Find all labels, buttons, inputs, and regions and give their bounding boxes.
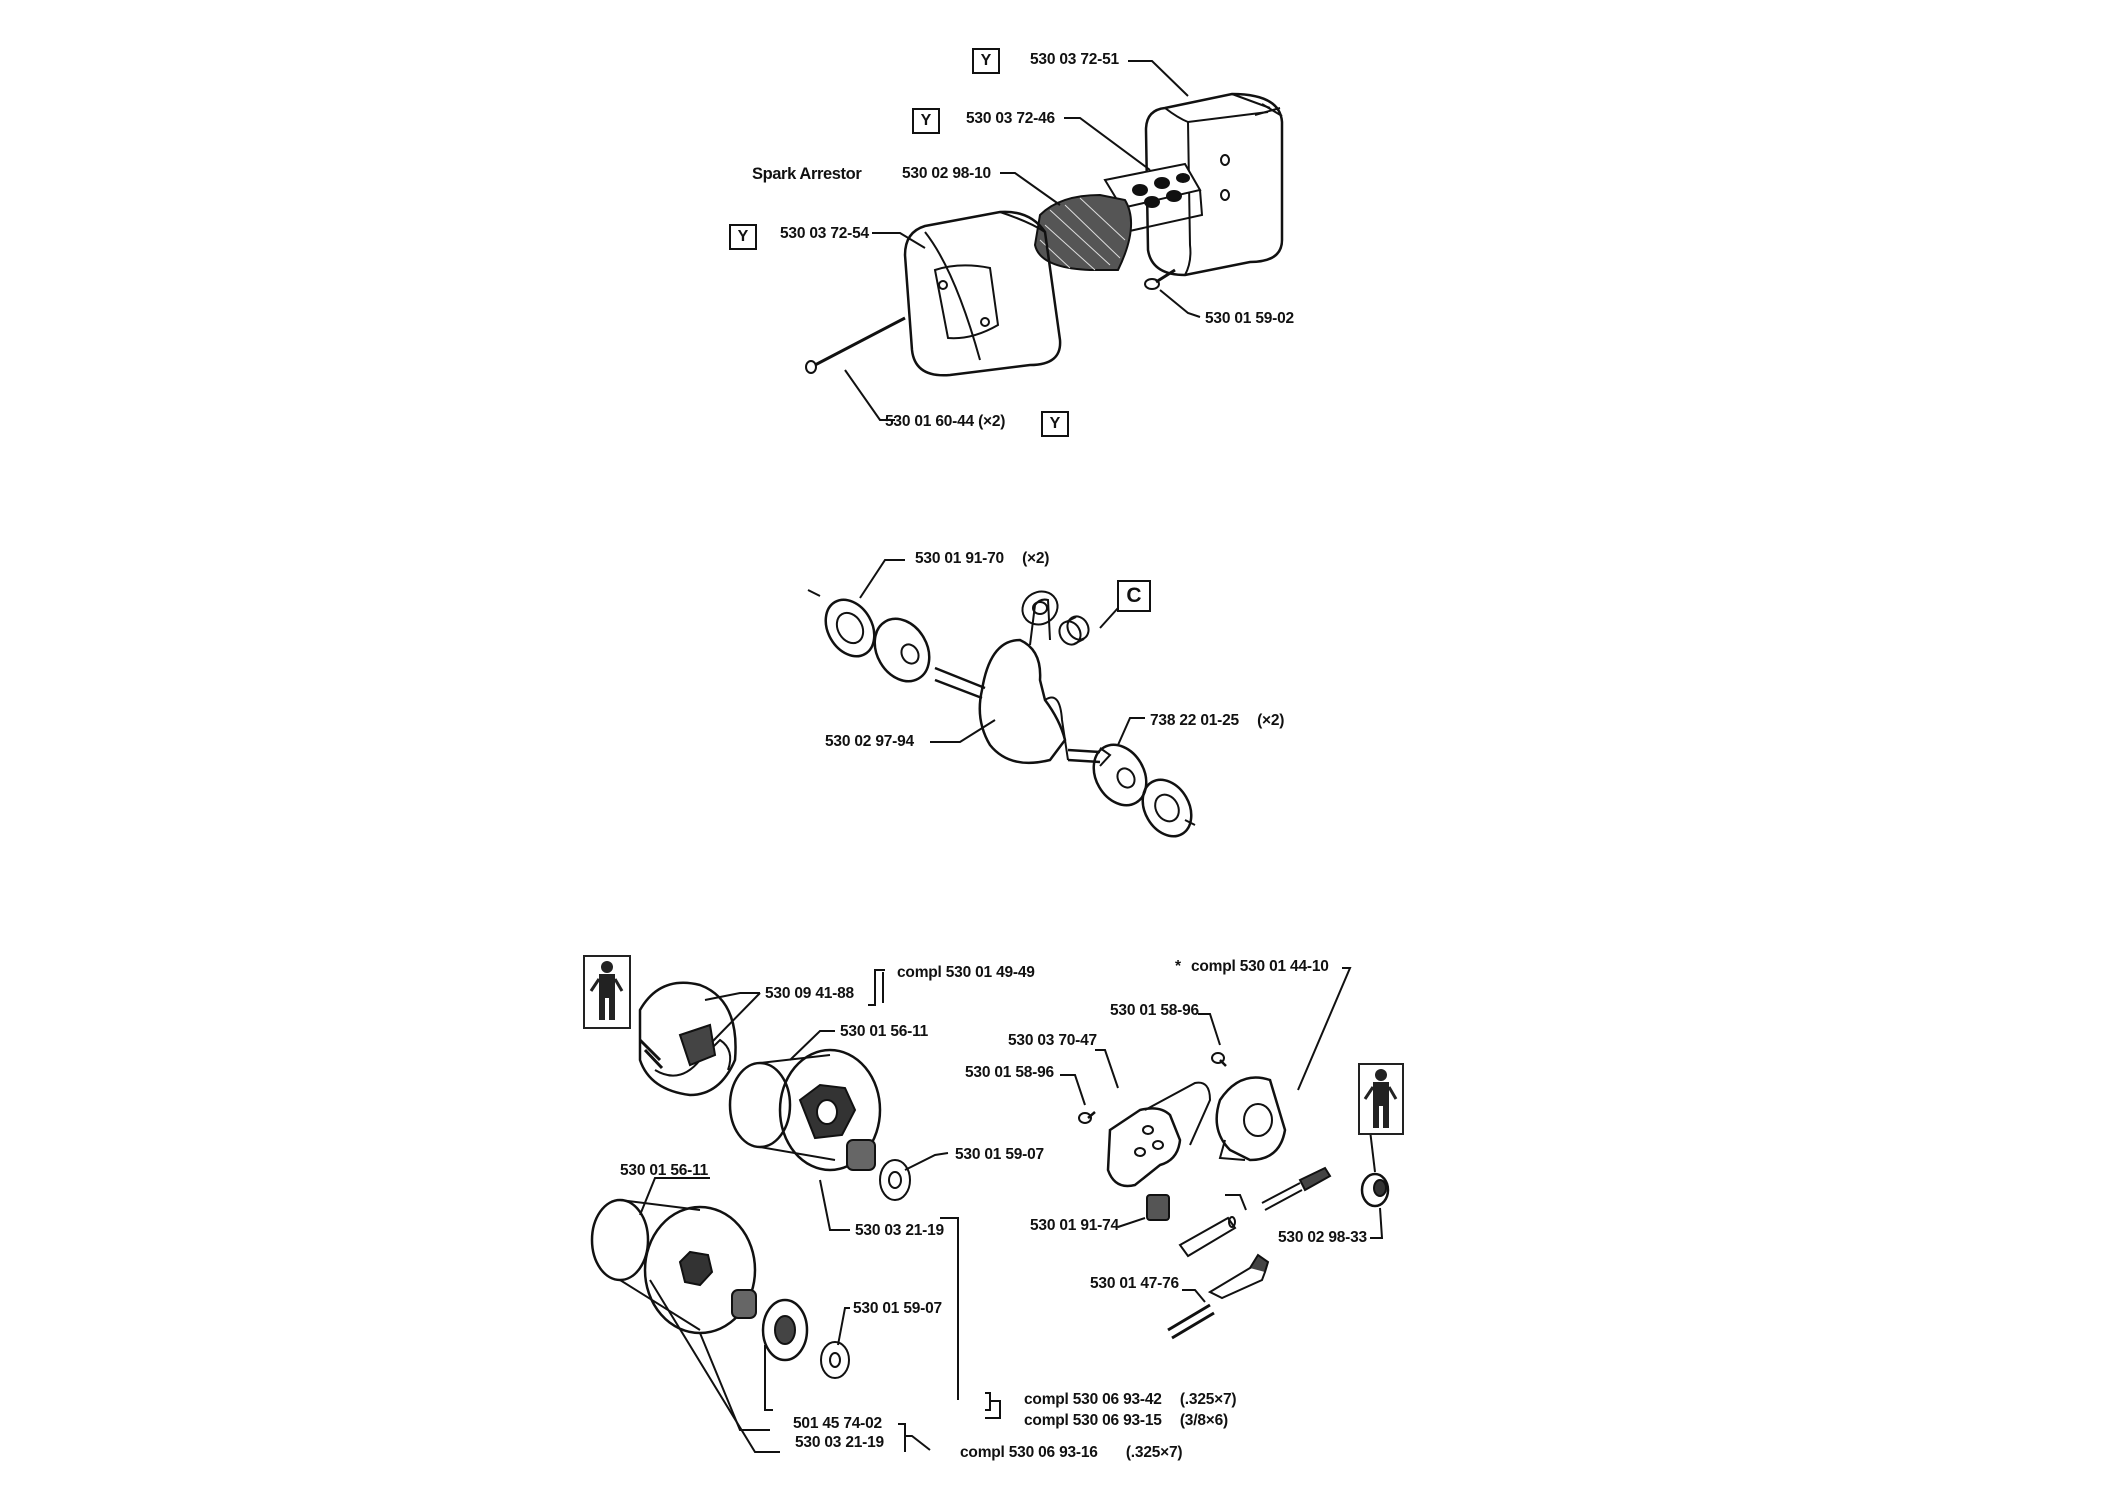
part-number-drum-compl-3: compl 530 06 93-16 (.325×7) [960, 1444, 1183, 1462]
part-number-crankshaft: 530 02 97-94 [825, 733, 914, 750]
drum-compl-2-number: compl 530 06 93-15 [1024, 1412, 1162, 1429]
part-number-clutch-compl: compl 530 01 49-49 [897, 964, 1035, 981]
part-number-pump-compl: * compl 530 01 44-10 [1175, 958, 1329, 976]
crankshaft-seal-left [807, 589, 876, 658]
crankshaft-bearing-left [873, 617, 931, 683]
part-number-rim: 501 45 74-02 [793, 1415, 882, 1432]
pump-tube [1178, 1216, 1237, 1258]
small-needle-bearing [1058, 615, 1090, 646]
needle-bearing-top [846, 1139, 876, 1171]
drum-compl-3-number: compl 530 06 93-16 [960, 1444, 1098, 1461]
part-number-clip: 530 01 91-74 [1030, 1217, 1119, 1234]
oil-pump-plate [1106, 1081, 1212, 1188]
part-number-screw-a: 530 01 58-96 [1110, 1002, 1199, 1019]
part-number-drum-compl-2: compl 530 06 93-15 (3/8×6) [1024, 1412, 1228, 1430]
crankshaft-bearing-right [1092, 743, 1148, 807]
small-screw [1144, 268, 1176, 290]
service-mechanic-icon-2 [1358, 1063, 1404, 1135]
spark-arrestor-heading: Spark Arrestor [752, 165, 862, 183]
part-number-needle-top: 530 03 21-19 [855, 1222, 944, 1239]
part-number-drum-bottom: 530 01 56-11 [620, 1162, 709, 1179]
part-number-plate: 530 03 72-46 [966, 110, 1055, 127]
clutch-drum-bottom [590, 1198, 757, 1335]
variant-marker-c: C [1117, 580, 1151, 612]
part-number-needle-bottom: 530 03 21-19 [795, 1434, 884, 1451]
part-number-adjuster: 530 01 47-76 [1090, 1275, 1179, 1292]
service-mechanic-icon [583, 955, 631, 1029]
muffler-body [903, 210, 1062, 377]
muffler-cover [1144, 92, 1284, 277]
pump-marker: * [1175, 958, 1181, 975]
washer-top [879, 1159, 911, 1201]
needle-bearing-bottom [731, 1289, 757, 1319]
washer-bottom [820, 1341, 850, 1379]
variant-marker-y: Y [729, 224, 757, 250]
bearing-quantity: (×2) [1257, 712, 1285, 729]
clutch-drum-top [728, 1048, 882, 1172]
part-number-screw-b: 530 01 58-96 [965, 1064, 1054, 1081]
drum-compl-3-spec: (.325×7) [1125, 1444, 1183, 1461]
seal-part-number: 530 01 91-70 [915, 550, 1004, 567]
seal-quantity: (×2) [1022, 550, 1050, 567]
part-number-screw: 530 01 59-02 [1205, 310, 1294, 327]
mechanic-figure-icon [1363, 1069, 1398, 1128]
part-number-drum-compl-1: compl 530 06 93-42 (.325×7) [1024, 1391, 1237, 1409]
mechanic-figure-icon [589, 961, 624, 1020]
part-number-body: 530 03 72-54 [780, 225, 869, 242]
rim-sprocket [761, 1298, 809, 1362]
clutch-shoes [638, 981, 737, 1097]
part-number-screen: 530 02 98-10 [902, 165, 991, 182]
part-number-cover: 530 03 72-51 [1030, 51, 1119, 68]
pump-compl-number: compl 530 01 44-10 [1190, 958, 1329, 975]
part-number-washer-bottom: 530 01 59-07 [853, 1300, 942, 1317]
part-number-bolt: 530 01 60-44 (×2) [885, 413, 1005, 431]
variant-marker-y: Y [972, 48, 1000, 74]
part-number-pump-plate: 530 03 70-47 [1008, 1032, 1097, 1049]
part-number-gear: 530 02 98-33 [1278, 1229, 1367, 1246]
bolt-part-number: 530 01 60-44 [885, 413, 974, 430]
drum-compl-1-spec: (.325×7) [1179, 1391, 1237, 1408]
part-number-washer-top: 530 01 59-07 [955, 1146, 1044, 1163]
part-number-spring: 530 09 41-88 [765, 985, 854, 1002]
crankshaft-seal-right [1141, 778, 1196, 838]
variant-marker-y: Y [1041, 411, 1069, 437]
crankshaft [934, 590, 1112, 767]
bolt-quantity: (×2) [978, 413, 1006, 430]
drum-compl-2-spec: (3/8×6) [1179, 1412, 1228, 1429]
worm-gear [1360, 1172, 1390, 1208]
variant-marker-y: Y [912, 108, 940, 134]
adjuster-screw [1167, 1253, 1270, 1340]
long-bolt [805, 316, 906, 374]
part-number-drum-top: 530 01 56-11 [840, 1023, 929, 1040]
pump-screws [1078, 1052, 1227, 1124]
pump-shaft [1261, 1166, 1332, 1211]
bearing-part-number: 738 22 01-25 [1150, 712, 1239, 729]
part-number-seal: 530 01 91-70 (×2) [915, 550, 1049, 568]
pump-clip [1146, 1194, 1170, 1221]
spark-arrestor-plate [1103, 162, 1204, 234]
spark-arrestor-screen [1033, 193, 1133, 271]
drum-compl-1-number: compl 530 06 93-42 [1024, 1391, 1162, 1408]
part-number-bearing: 738 22 01-25 (×2) [1150, 712, 1284, 730]
oil-pump-housing [1215, 1076, 1287, 1162]
